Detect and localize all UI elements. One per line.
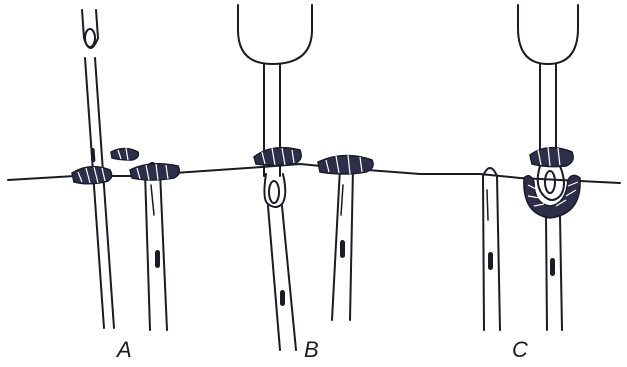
- label-c: C: [512, 339, 528, 361]
- yarn-fragment-a: [111, 148, 138, 160]
- label-a: A: [117, 339, 132, 361]
- needle-b-right: [332, 159, 353, 320]
- needle-a-right: [145, 163, 167, 330]
- needle-b-left: [264, 166, 296, 350]
- stitch-loop-cluster-c: [524, 147, 580, 218]
- holder-c: [518, 5, 578, 150]
- needle-c-right: [546, 216, 562, 330]
- label-b: B: [304, 339, 319, 361]
- stitch-loop-b-left: [254, 148, 301, 165]
- holder-b: [238, 5, 312, 150]
- stitch-loop-a-left: [72, 167, 112, 184]
- group-a: [72, 10, 179, 330]
- stitch-loop-a-right: [130, 164, 179, 180]
- group-c: [483, 5, 580, 330]
- stitch-loop-b-right: [318, 155, 373, 174]
- group-b: [238, 5, 373, 350]
- needle-c-left: [483, 168, 500, 330]
